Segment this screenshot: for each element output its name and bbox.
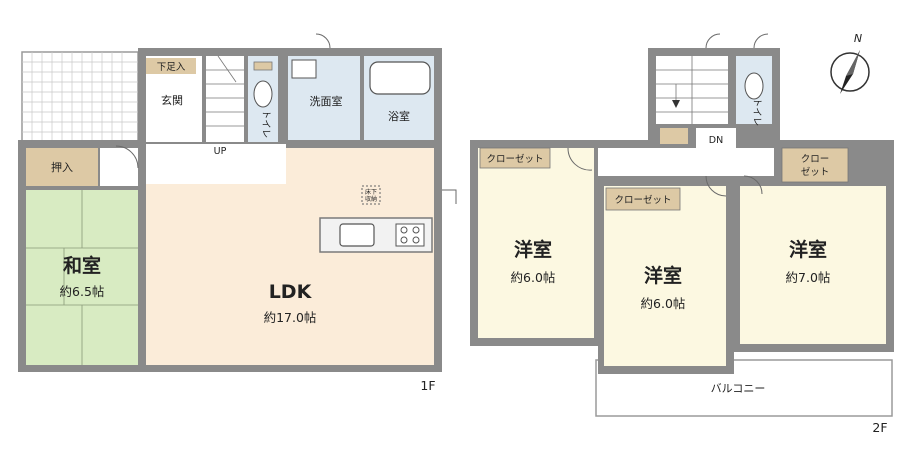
closet1-label: クローゼット [486, 153, 543, 165]
yoshitsu1-floor [478, 148, 594, 338]
washitsu-name: 和室 [63, 254, 101, 277]
ldk-floor [146, 148, 434, 365]
storage-label-2: 収納 [365, 195, 377, 203]
storage-label-1: 床下 [365, 188, 377, 196]
closet3-label-2: ゼット [801, 166, 830, 178]
stairs-dn-label: DN [709, 135, 723, 146]
yoshitsu1-size: 約6.0帖 [511, 270, 556, 285]
balcony-label: バルコニー [711, 382, 766, 395]
closet3-label-1: クロー [801, 154, 830, 165]
yoshitsu2-size: 約6.0帖 [641, 296, 686, 311]
yoshitsu3-name: 洋室 [789, 238, 827, 261]
yoshitsu2-name: 洋室 [644, 264, 682, 287]
floor-2f-label: 2F [872, 420, 887, 435]
oshiire-floor [26, 148, 98, 186]
stairs-1f [206, 56, 244, 142]
yoshitsu3-size: 約7.0帖 [786, 270, 831, 285]
yokushitsu-label: 浴室 [388, 109, 410, 123]
washitsu-size: 約6.5帖 [60, 284, 105, 299]
getabako [146, 58, 196, 74]
yoshitsu3-floor [740, 186, 886, 344]
genkan-label: 玄関 [161, 93, 183, 107]
closet2-label: クローゼット [614, 194, 671, 206]
getabako-label: 下足入 [157, 62, 186, 73]
floor-2f: クローゼット クローゼット クロー ゼット 洋室 約6.0帖 洋室 約6.0帖 … [470, 33, 894, 435]
terrace [21, 51, 139, 143]
toilet-2f-label: トイレ [751, 98, 762, 127]
hall-2f [598, 148, 774, 176]
north-arrow-icon: N [830, 32, 870, 94]
compass-label: N [854, 32, 862, 45]
yoshitsu2-floor [604, 186, 726, 366]
ldk-name: LDK [269, 281, 313, 303]
floor-1f-label: 1F [420, 378, 435, 393]
ldk-size: 約17.0帖 [264, 310, 317, 325]
closet1 [479, 147, 551, 169]
floor-1f: 押入 和室 約6.5帖 下足入 玄関 UP トイレ 洗面室 浴室 LDK 約17… [18, 33, 457, 393]
yoshitsu1-name: 洋室 [514, 238, 552, 261]
senmen-label: 洗面室 [310, 94, 343, 108]
oshiire-label: 押入 [51, 160, 73, 174]
closet3 [781, 147, 849, 183]
stairs-up-label: UP [214, 146, 227, 157]
closet2 [605, 187, 681, 211]
toilet-1f-label: トイレ [260, 110, 271, 139]
